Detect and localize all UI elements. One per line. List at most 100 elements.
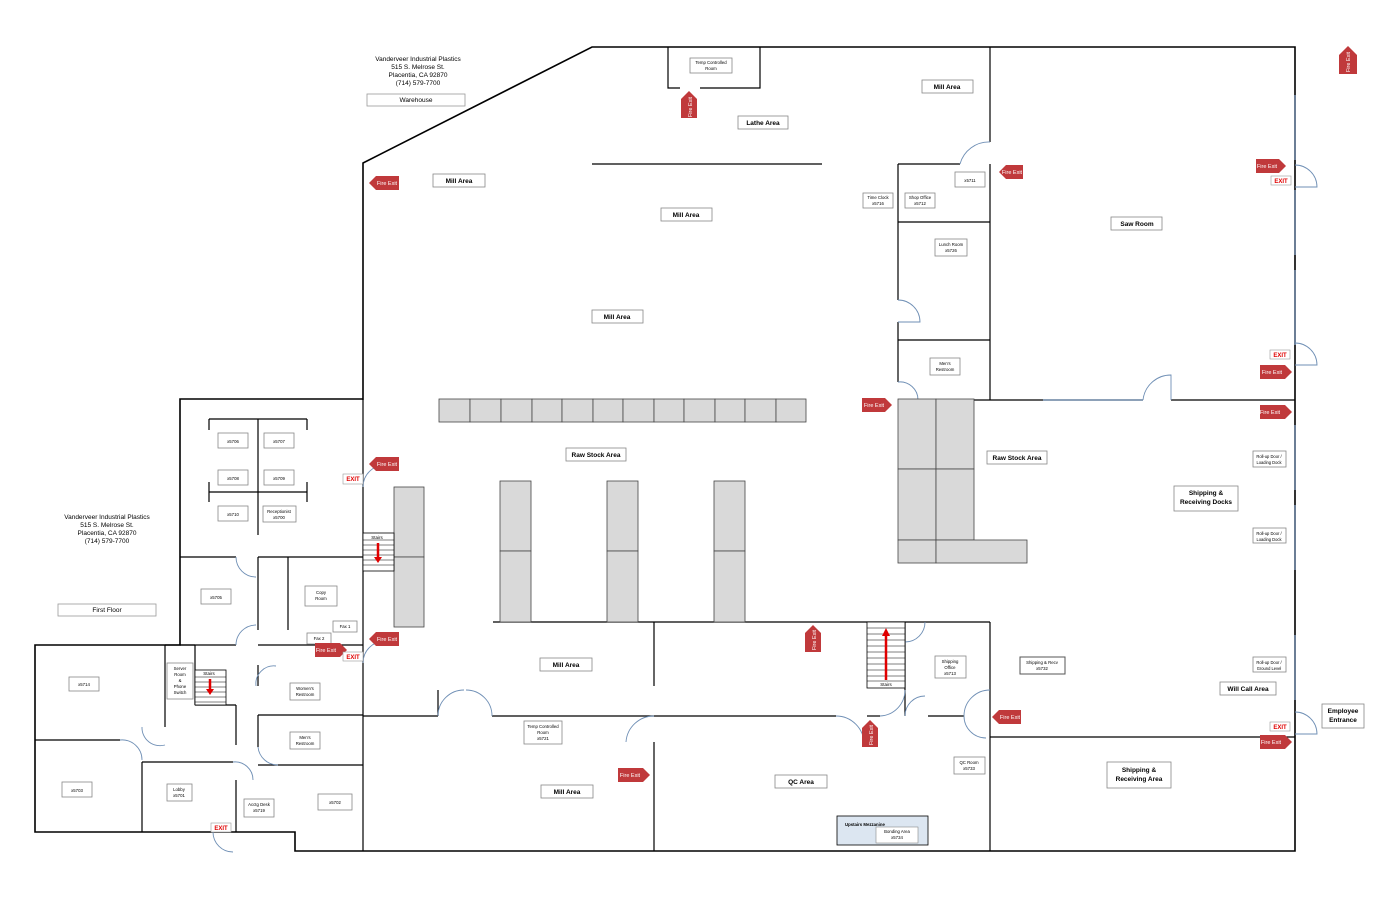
room-labels: Temp Controlled Room x5711 Time Clock x5… bbox=[61, 57, 1287, 818]
svg-text:Mill Area: Mill Area bbox=[446, 178, 473, 185]
upstairs-mezzanine: Upstairs Mezzanine Bonding Area x5734 bbox=[836, 815, 929, 846]
svg-text:EXIT: EXIT bbox=[1274, 179, 1288, 185]
svg-text:Mill Area: Mill Area bbox=[673, 212, 700, 219]
svg-text:Loading Dock: Loading Dock bbox=[1256, 460, 1282, 465]
svg-text:Phone: Phone bbox=[174, 684, 187, 689]
fire-exit-sign: Fire Exit bbox=[1339, 46, 1357, 74]
svg-text:x5703: x5703 bbox=[71, 788, 83, 793]
room-shipping-recv: Shipping & Recv x5732 bbox=[1019, 656, 1066, 675]
area-mill-left: Mill Area bbox=[432, 173, 486, 188]
area-raw-stock-right: Raw Stock Area bbox=[986, 450, 1048, 465]
svg-text:Fire Exit: Fire Exit bbox=[869, 724, 875, 745]
svg-text:x5711: x5711 bbox=[964, 178, 976, 183]
room-womens-restroom: Women's Restroom bbox=[289, 682, 321, 701]
room-x5706: x5706 bbox=[217, 432, 249, 449]
svg-text:x5705: x5705 bbox=[210, 595, 222, 600]
svg-text:Fire Exit: Fire Exit bbox=[1261, 740, 1282, 746]
svg-text:Will Call Area: Will Call Area bbox=[1227, 686, 1269, 693]
room-shipping-office: Shipping Office x5713 bbox=[934, 655, 967, 679]
svg-text:Fire Exit: Fire Exit bbox=[1002, 170, 1023, 176]
area-employee-entrance: Employee Entrance bbox=[1321, 703, 1365, 729]
svg-text:Fire Exit: Fire Exit bbox=[1257, 164, 1278, 170]
svg-text:Lobby: Lobby bbox=[173, 787, 186, 792]
right-windows bbox=[1043, 95, 1296, 700]
svg-text:Men's: Men's bbox=[939, 361, 950, 366]
stairs-label: Stairs bbox=[203, 671, 215, 676]
room-x5714: x5714 bbox=[68, 676, 100, 692]
fire-exit-sign: Fire Exit bbox=[369, 632, 399, 646]
room-shop-office: Shop Office x5712 bbox=[904, 192, 936, 209]
office-desk-dividers bbox=[208, 418, 308, 535]
svg-text:Roll-up Door /: Roll-up Door / bbox=[1256, 660, 1282, 665]
rack-row-top bbox=[438, 398, 807, 423]
room-time-clock: Time Clock x5716 bbox=[862, 192, 894, 209]
svg-text:EXIT: EXIT bbox=[1273, 725, 1287, 731]
svg-text:x5710: x5710 bbox=[227, 512, 239, 517]
fire-exit-sign: Fire Exit bbox=[862, 720, 878, 747]
room-mens-restroom-office: Men's Restroom bbox=[289, 731, 321, 750]
fire-exit-sign: Fire Exit bbox=[1256, 159, 1286, 173]
svg-text:Women's: Women's bbox=[296, 686, 314, 691]
area-shipping-receiving-area: Shipping & Receiving Area bbox=[1106, 761, 1172, 789]
bonding-area-ext: x5734 bbox=[891, 835, 903, 840]
svg-text:Room: Room bbox=[537, 730, 549, 735]
svg-text:Fire Exit: Fire Exit bbox=[377, 637, 398, 643]
area-mill-center-top: Mill Area bbox=[660, 207, 713, 222]
room-x5711: x5711 bbox=[954, 171, 986, 188]
exterior-walls bbox=[34, 46, 1296, 852]
exit-labels: EXIT EXIT EXIT EXIT EXIT EXIT bbox=[210, 175, 1292, 833]
svg-text:Mill Area: Mill Area bbox=[553, 662, 580, 669]
svg-text:Fire Exit: Fire Exit bbox=[1000, 715, 1021, 721]
svg-text:Shipping &: Shipping & bbox=[1122, 767, 1157, 774]
area-saw-room: Saw Room bbox=[1110, 216, 1163, 231]
room-rollup-loading-1: Roll-up Door / Loading Dock bbox=[1252, 450, 1287, 468]
company-city: Placentia, CA 92870 bbox=[78, 530, 137, 537]
svg-text:Fire Exit: Fire Exit bbox=[864, 403, 885, 409]
svg-text:Entrance: Entrance bbox=[1329, 717, 1357, 724]
stairs-label: Stairs bbox=[880, 682, 892, 687]
stairs-label: Stairs bbox=[371, 535, 383, 540]
svg-text:Shop Office: Shop Office bbox=[909, 195, 932, 200]
svg-text:x5706: x5706 bbox=[227, 439, 239, 444]
svg-text:Shipping: Shipping bbox=[942, 659, 959, 664]
svg-text:Fire Exit: Fire Exit bbox=[812, 629, 818, 650]
svg-text:Fire Exit: Fire Exit bbox=[1260, 410, 1281, 416]
svg-text:Shipping & Recv: Shipping & Recv bbox=[1026, 660, 1059, 665]
fire-exit-sign: Fire Exit bbox=[369, 176, 399, 190]
svg-text:Employee: Employee bbox=[1328, 708, 1359, 715]
svg-text:Roll-up Door /: Roll-up Door / bbox=[1256, 454, 1282, 459]
rack-col-2 bbox=[606, 480, 639, 552]
svg-text:Men's: Men's bbox=[299, 735, 310, 740]
area-mill-center: Mill Area bbox=[591, 309, 644, 324]
fire-exit-sign: Fire Exit bbox=[999, 165, 1023, 179]
area-raw-stock-left: Raw Stock Area bbox=[565, 447, 627, 462]
svg-text:EXIT: EXIT bbox=[346, 477, 360, 483]
svg-text:Fire Exit: Fire Exit bbox=[377, 462, 398, 468]
svg-text:Room: Room bbox=[705, 66, 717, 71]
svg-text:&: & bbox=[179, 678, 182, 683]
svg-text:Fire Exit: Fire Exit bbox=[1262, 370, 1283, 376]
svg-text:EXIT: EXIT bbox=[214, 826, 228, 832]
svg-text:Copy: Copy bbox=[316, 590, 327, 595]
svg-text:Temp Controlled: Temp Controlled bbox=[695, 60, 727, 65]
svg-text:Fire Exit: Fire Exit bbox=[1346, 51, 1352, 72]
svg-text:x5708: x5708 bbox=[227, 476, 239, 481]
svg-text:EXIT: EXIT bbox=[346, 655, 360, 661]
room-x5709: x5709 bbox=[263, 469, 295, 486]
company-phone: (714) 579-7700 bbox=[85, 538, 130, 545]
room-copy-room: Copy Room bbox=[304, 585, 338, 607]
svg-text:x5726: x5726 bbox=[945, 248, 957, 253]
svg-text:Fire Exit: Fire Exit bbox=[688, 96, 694, 117]
svg-text:x5712: x5712 bbox=[914, 201, 926, 206]
fire-exit-sign: Fire Exit bbox=[681, 91, 697, 118]
first-floor-header: Vanderveer Industrial Plastics 515 S. Me… bbox=[57, 514, 157, 617]
rack-col-1 bbox=[499, 480, 532, 552]
rack-col-3 bbox=[713, 480, 746, 552]
company-name: Vanderveer Industrial Plastics bbox=[375, 56, 461, 63]
svg-text:Office: Office bbox=[944, 665, 956, 670]
svg-text:Roll-up Door /: Roll-up Door / bbox=[1256, 531, 1282, 536]
fire-exit-sign: Fire Exit bbox=[618, 768, 650, 782]
warehouse-header: Vanderveer Industrial Plastics 515 S. Me… bbox=[366, 56, 466, 107]
svg-text:x5701: x5701 bbox=[173, 793, 185, 798]
exit-label: EXIT bbox=[1269, 721, 1291, 732]
